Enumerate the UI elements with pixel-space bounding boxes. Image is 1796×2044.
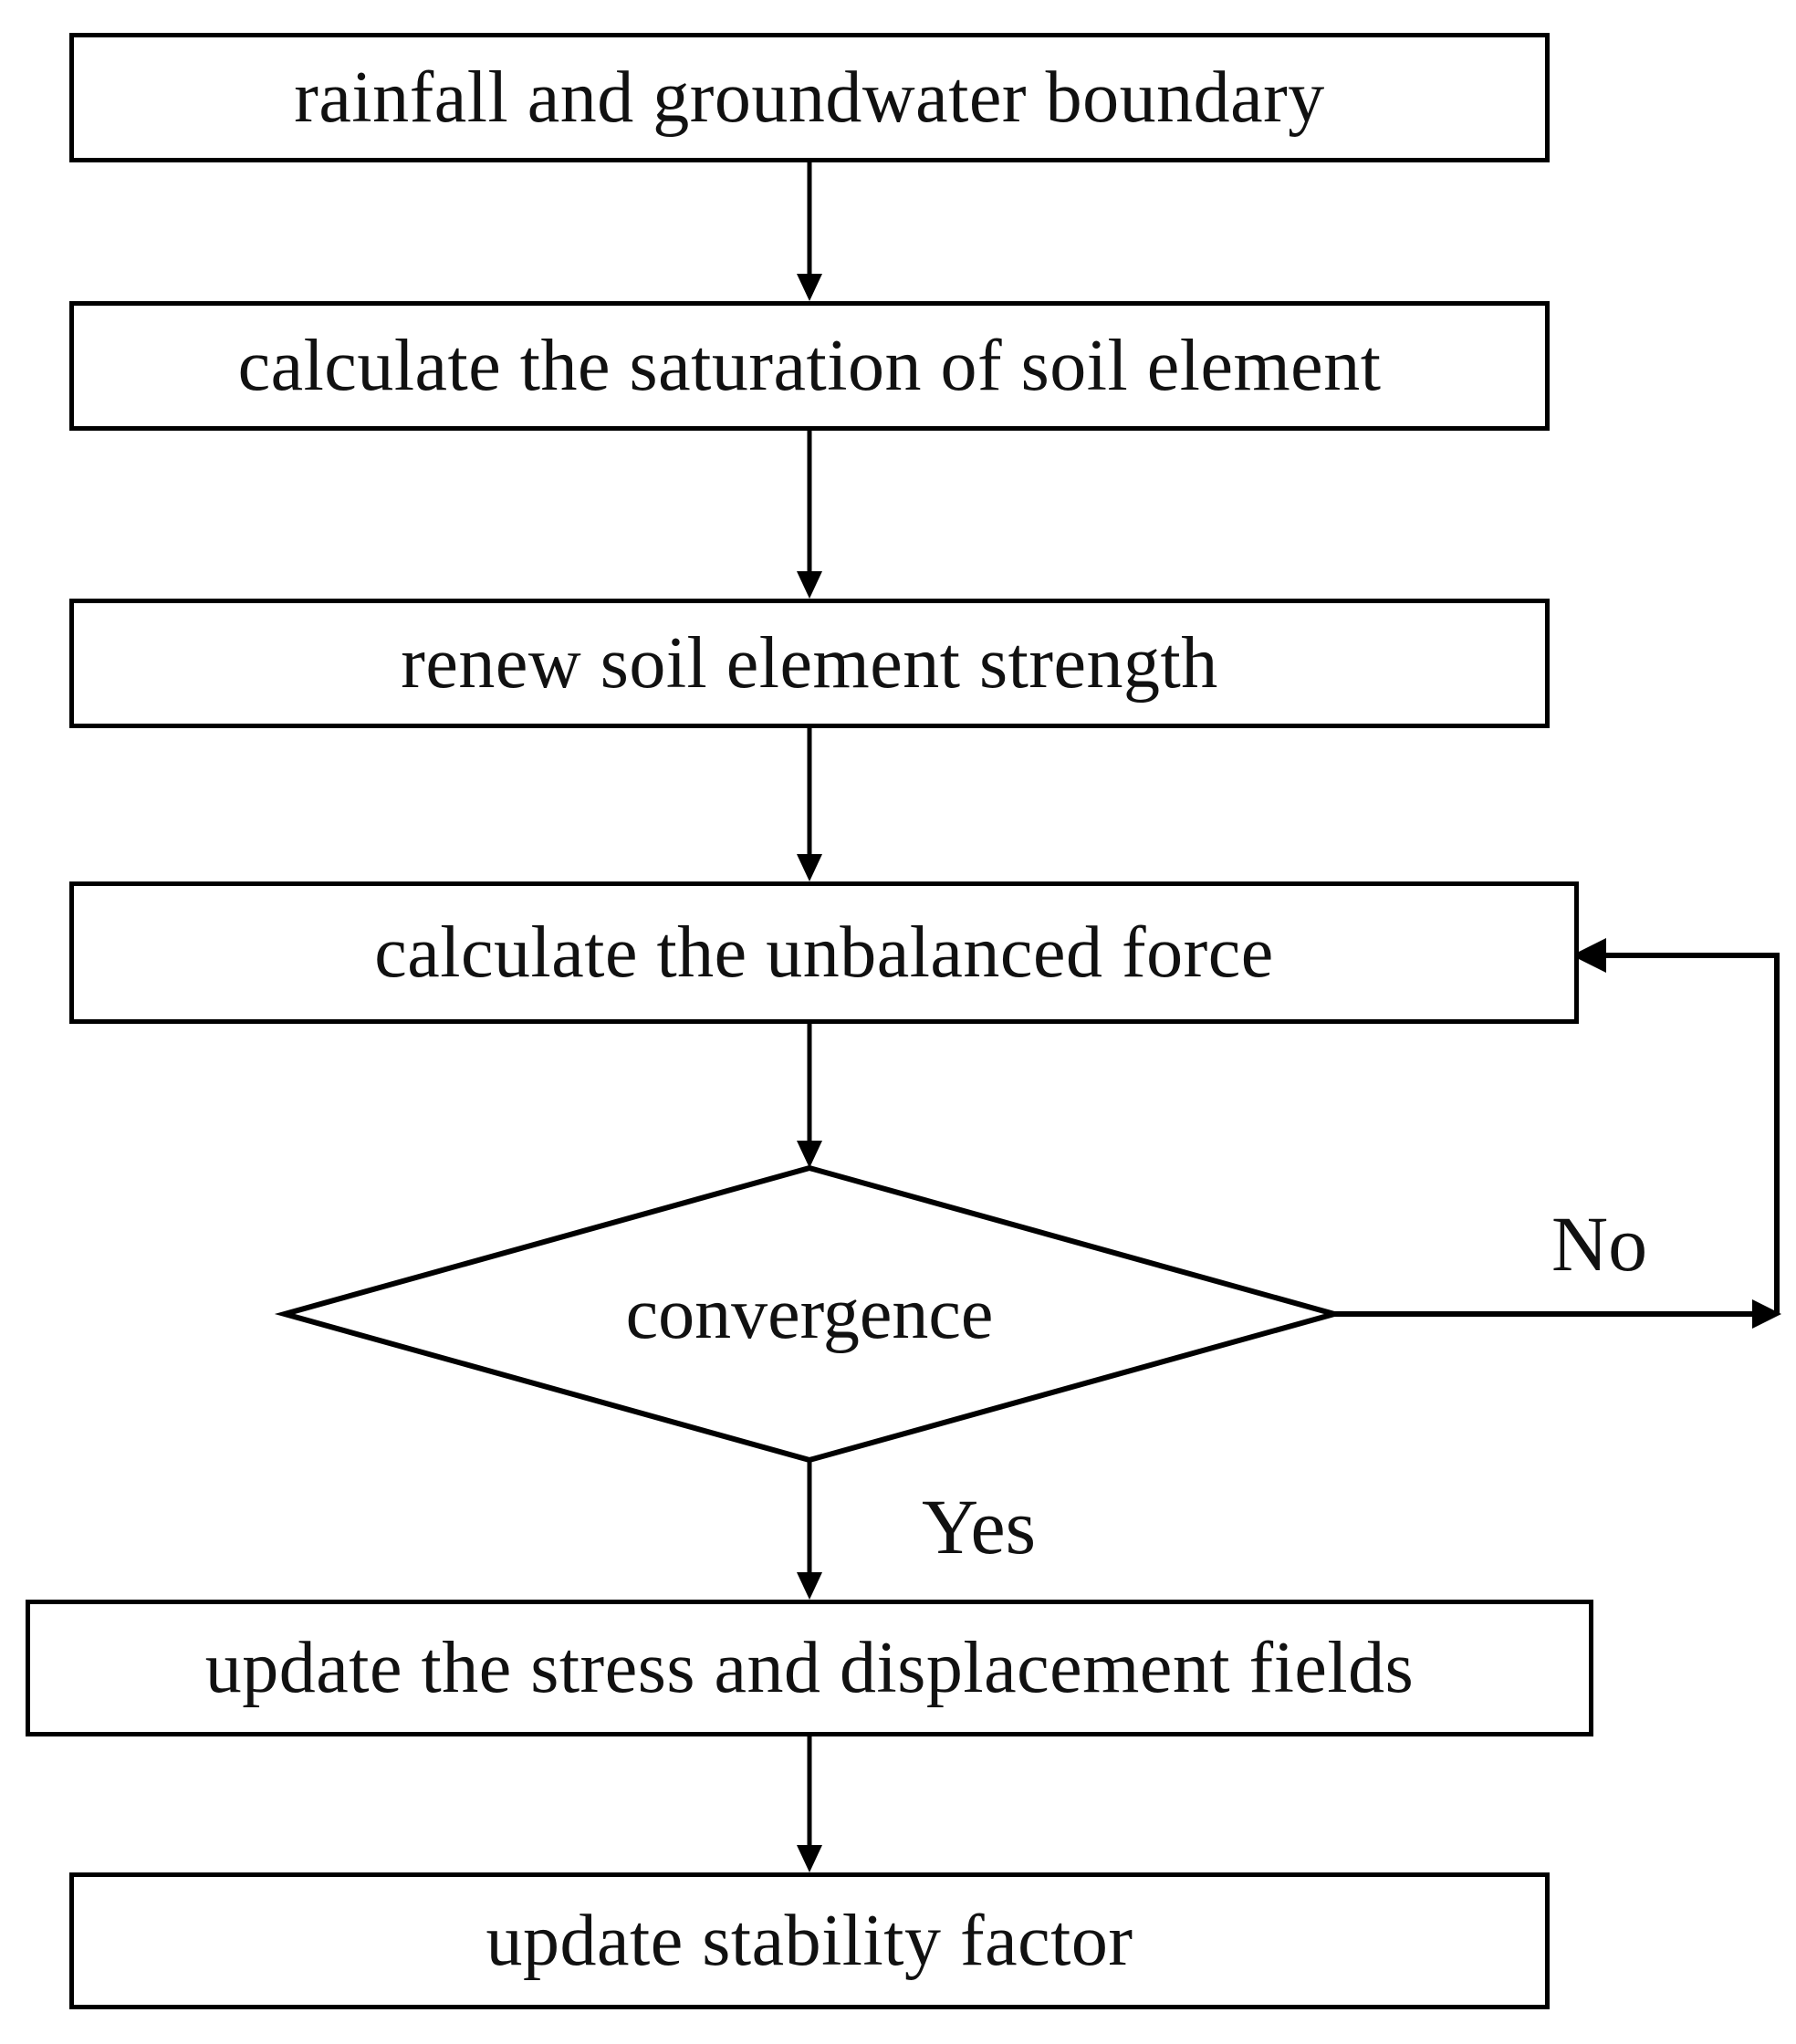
edge-n2-n3: [797, 431, 822, 599]
node-label: renew soil element strength: [401, 623, 1218, 704]
node-update-stability-factor[interactable]: update stability factor: [69, 1872, 1550, 2009]
edge-n3-n4: [797, 728, 822, 881]
node-label: rainfall and groundwater boundary: [294, 57, 1325, 138]
node-calculate-saturation-of-soil-element[interactable]: calculate the saturation of soil element: [69, 301, 1550, 431]
edge-n1-n2: [797, 162, 822, 301]
edge-n4-convergence: [797, 1024, 822, 1168]
node-rainfall-and-groundwater-boundary[interactable]: rainfall and groundwater boundary: [69, 33, 1550, 162]
node-label: update stability factor: [486, 1901, 1133, 1981]
edge-n5-n6: [797, 1736, 822, 1872]
edge-convergence-n4-no: [1334, 938, 1781, 1329]
node-label: update the stress and displacement field…: [204, 1628, 1415, 1708]
node-calculate-unbalanced-force[interactable]: calculate the unbalanced force: [69, 881, 1579, 1024]
node-update-stress-and-displacement-fields[interactable]: update the stress and displacement field…: [26, 1600, 1593, 1736]
edge-convergence-n5-yes: [797, 1460, 822, 1600]
decision-diamond-convergence: [274, 1164, 1345, 1464]
node-label: calculate the unbalanced force: [374, 912, 1274, 993]
edge-label-no: No: [1551, 1200, 1648, 1288]
node-renew-soil-element-strength[interactable]: renew soil element strength: [69, 599, 1550, 728]
node-label: calculate the saturation of soil element: [237, 326, 1382, 406]
edge-label-yes: Yes: [922, 1483, 1037, 1570]
